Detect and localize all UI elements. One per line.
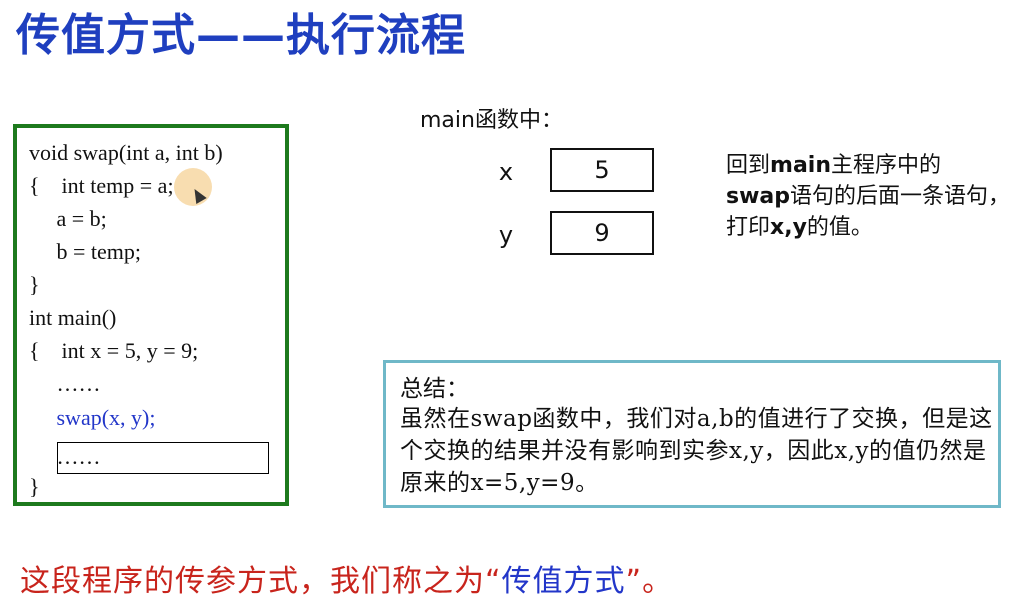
code-line-2: { int temp = a; bbox=[29, 173, 174, 198]
code-line-11: } bbox=[29, 474, 40, 499]
conclusion-highlight: 传值方式 bbox=[501, 564, 626, 599]
code-line-8: …… bbox=[29, 371, 101, 396]
conclusion-text: 这段程序的传参方式，我们称之为“传值方式”。 bbox=[20, 556, 673, 600]
explanation-note: 回到main主程序中的 swap语句的后面一条语句，打印x,y的值。 bbox=[726, 150, 1012, 243]
summary-heading: 总结： bbox=[400, 376, 469, 402]
code-line-7: { int x = 5, y = 9; bbox=[29, 338, 199, 363]
cursor-highlight bbox=[174, 168, 212, 206]
code-line-4: b = temp; bbox=[29, 239, 142, 264]
note-part-1: 回到 bbox=[726, 153, 771, 178]
code-line-3: a = b; bbox=[29, 206, 107, 231]
var-box-x: 5 bbox=[550, 148, 654, 192]
code-line-1: void swap(int a, int b) bbox=[29, 140, 223, 165]
var-box-y: 9 bbox=[550, 211, 654, 255]
code-line-5: } bbox=[29, 272, 40, 297]
var-name-x: x bbox=[498, 158, 514, 186]
code-line-swap-call: swap(x, y); bbox=[29, 405, 156, 430]
memory-label: main函数中： bbox=[420, 108, 563, 133]
var-name-y: y bbox=[498, 221, 514, 249]
summary-panel: 总结： 虽然在swap函数中，我们对a,b的值进行了交换，但是这个交换的结果并没… bbox=[383, 360, 1001, 508]
slide-title: 传值方式——执行流程 bbox=[16, 10, 466, 61]
code-line-10: …… bbox=[29, 444, 101, 469]
conclusion-part-2: ”。 bbox=[625, 564, 674, 599]
summary-body: 虽然在swap函数中，我们对a,b的值进行了交换，但是这个交换的结果并没有影响到… bbox=[400, 406, 993, 496]
code-line-6: int main() bbox=[29, 305, 117, 330]
note-part-2: 主程序中的 bbox=[831, 153, 942, 178]
note-bold-swap: swap bbox=[726, 184, 791, 209]
note-part-3: 语句的后面一条语句，打印 bbox=[726, 184, 1011, 240]
note-bold-main: main bbox=[770, 153, 831, 178]
code-panel: void swap(int a, int b) { int temp = a; … bbox=[13, 124, 289, 506]
conclusion-part-1: 这段程序的传参方式，我们称之为“ bbox=[20, 564, 502, 599]
note-bold-xy: x,y bbox=[770, 215, 807, 240]
current-statement-highlight bbox=[57, 442, 269, 474]
note-part-4: 的值。 bbox=[806, 215, 873, 240]
